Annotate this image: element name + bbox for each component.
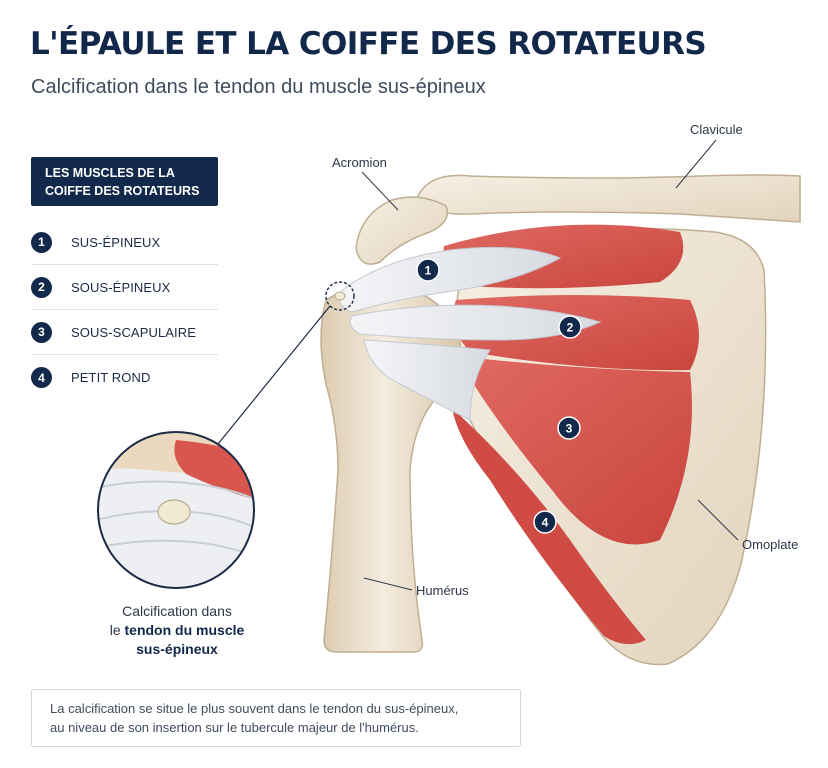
marker-4-label: 4 xyxy=(542,516,549,530)
note-line2: au niveau de son insertion sur le tuberc… xyxy=(50,720,419,735)
page-title: L'ÉPAULE ET LA COIFFE DES ROTATEURS xyxy=(30,26,707,62)
acromion-bone xyxy=(355,196,448,265)
legend-number-badge: 4 xyxy=(31,367,52,388)
acromion-leader xyxy=(361,171,399,211)
legend-item-petit-rond: 4 PETIT ROND xyxy=(31,355,218,400)
marker-2: 2 xyxy=(558,315,582,339)
humerus-label: Humérus xyxy=(416,583,469,598)
omoplate-leader xyxy=(697,499,739,541)
legend-item-sus-epineux: 1 SUS-ÉPINEUX xyxy=(31,220,218,265)
zoom-caption: Calcification dans le tendon du muscle s… xyxy=(92,602,262,659)
zoom-detail xyxy=(98,432,254,588)
legend-item-label: PETIT ROND xyxy=(71,370,151,385)
clavicule-label: Clavicule xyxy=(690,122,743,137)
clavicle-bone xyxy=(417,174,801,223)
legend-heading-line1: LES MUSCLES DE LA xyxy=(45,166,175,180)
marker-1: 1 xyxy=(416,258,440,282)
calcification-deposit xyxy=(334,291,346,301)
acromion-label: Acromion xyxy=(332,155,387,170)
subscapularis-tendon xyxy=(363,339,491,421)
omoplate-label: Omoplate xyxy=(742,537,799,552)
zoom-caption-line2: le tendon du muscle xyxy=(92,621,262,640)
subscapularis-muscle xyxy=(456,356,692,545)
marker-1-label: 1 xyxy=(425,264,432,278)
legend-list: 1 SUS-ÉPINEUX 2 SOUS-ÉPINEUX 3 SOUS-SCAP… xyxy=(31,220,218,400)
marker-3-label: 3 xyxy=(566,422,573,436)
legend-heading: LES MUSCLES DE LA COIFFE DES ROTATEURS xyxy=(31,157,218,206)
zoom-caption-bold: tendon du muscle xyxy=(124,622,245,638)
legend-item-label: SOUS-ÉPINEUX xyxy=(71,279,171,295)
clavicule-leader xyxy=(675,139,717,189)
legend-item-sous-scapulaire: 3 SOUS-SCAPULAIRE xyxy=(31,310,218,355)
zoom-circle-border xyxy=(97,431,255,589)
zoom-caption-line3: sus-épineux xyxy=(92,640,262,659)
zoom-caption-line1: Calcification dans xyxy=(122,603,232,619)
marker-3: 3 xyxy=(557,416,581,440)
legend-number-badge: 2 xyxy=(31,276,52,298)
supraspinatus-tendon xyxy=(338,246,562,313)
zoom-caption-bold-line3: sus-épineux xyxy=(136,641,218,657)
calcification-marker xyxy=(325,281,355,311)
legend-item-label: SUS-ÉPINEUX xyxy=(71,234,161,250)
legend-heading-line2: COIFFE DES ROTATEURS xyxy=(45,184,200,198)
zoom-caption-prefix: le xyxy=(109,622,121,638)
legend-item-label: SOUS-SCAPULAIRE xyxy=(71,324,197,340)
marker-2-label: 2 xyxy=(567,321,574,335)
info-note-box: La calcification se situe le plus souven… xyxy=(31,689,521,747)
legend-item-sous-epineux: 2 SOUS-ÉPINEUX xyxy=(31,265,218,310)
marker-4: 4 xyxy=(533,510,557,534)
legend-number-badge: 3 xyxy=(31,321,52,343)
humerus-leader xyxy=(363,577,413,591)
page-subtitle: Calcification dans le tendon du muscle s… xyxy=(31,76,486,98)
zoom-connector-line xyxy=(217,305,331,445)
legend-number-badge: 1 xyxy=(31,231,52,253)
note-line1: La calcification se situe le plus souven… xyxy=(50,701,459,716)
